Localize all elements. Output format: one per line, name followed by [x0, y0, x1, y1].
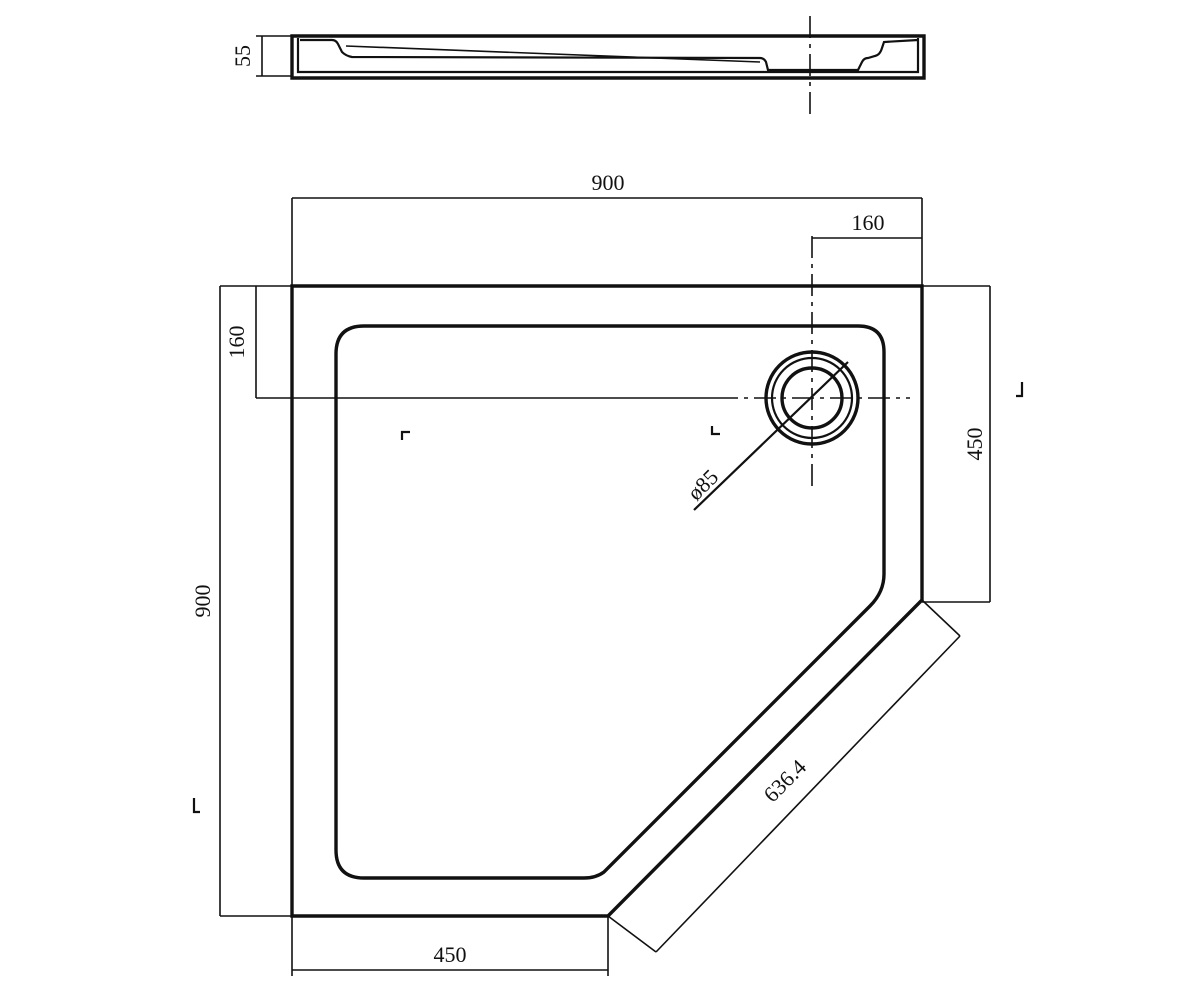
diagonal-dim-line — [655, 635, 961, 953]
side-depth-label: 450 — [962, 428, 987, 461]
plan-view: ø85 900 160 160 900 450 450 636.4 — [190, 170, 1024, 976]
waste-offset-y-label: 160 — [224, 326, 249, 359]
side-view-tray-profile — [296, 38, 920, 74]
side-view-height-label: 55 — [230, 45, 255, 67]
side-view-slope-line — [345, 45, 761, 63]
section-marker-left — [400, 430, 410, 440]
drain-diameter-label: ø85 — [682, 464, 723, 505]
waste-offset-x-label: 160 — [852, 210, 885, 235]
front-width-label: 450 — [434, 942, 467, 967]
section-marker-right — [710, 426, 720, 436]
section-marker-far-right — [1016, 382, 1024, 398]
section-marker-far-left — [192, 798, 200, 814]
depth-label: 900 — [190, 585, 215, 618]
waste-drain: ø85 — [682, 236, 910, 511]
width-label: 900 — [592, 170, 625, 195]
side-view-outline — [290, 34, 926, 80]
side-view: 55 — [230, 16, 926, 118]
tray-outer-outline — [290, 284, 924, 918]
tray-inner-basin — [334, 324, 886, 880]
drain-diameter-leader — [693, 361, 849, 511]
